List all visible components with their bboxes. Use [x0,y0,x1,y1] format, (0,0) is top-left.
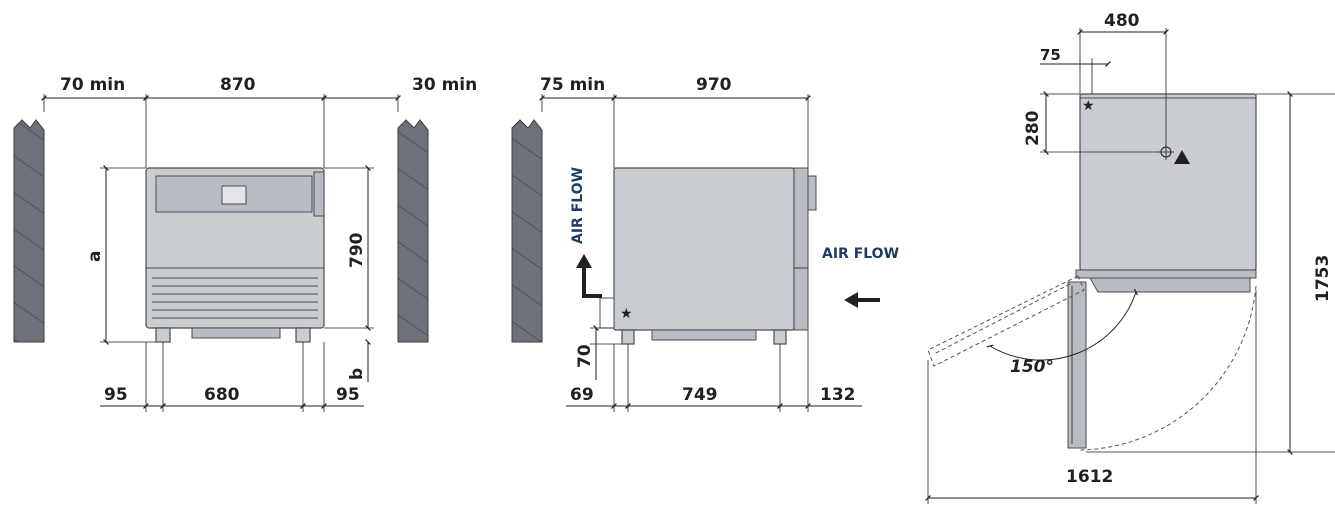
top-total-width-label: 1612 [1066,467,1113,487]
door-swing-arc [1079,285,1257,451]
side-foot-span-label: 749 [682,385,718,405]
front-foot-left-label: 95 [104,385,128,405]
wall-back [511,119,543,343]
top-offset-small-label: 75 [1040,46,1061,64]
crosshair-icon [1158,144,1174,160]
front-clearance-right-label: 30 min [412,75,477,95]
front-height-a-label: a [85,251,105,262]
top-total-depth-label: 1753 [1313,255,1333,302]
side-foot-front-label: 132 [820,385,856,405]
front-clearance-left-label: 70 min [60,75,125,95]
front-grille [152,277,318,319]
side-view: ★ AIR FLOW AIR FLOW 75 min 970 70 [511,75,899,412]
front-view: 70 min 870 30 min a 790 b 95 680 95 [13,75,477,412]
front-foot-right-label: 95 [336,385,360,405]
unit-top [1075,93,1257,293]
front-width-label: 870 [220,75,256,95]
side-foot-back-label: 69 [570,385,594,405]
door-angle-label: 150° [1010,357,1054,377]
arrow-up-right-icon [582,266,602,298]
unit-front [145,167,325,343]
air-flow-out: AIR FLOW [570,167,602,298]
side-foot-height-label: 70 [575,344,595,368]
triangle-icon [1174,150,1190,164]
side-clearance-back-label: 75 min [540,75,605,95]
front-height-790-label: 790 [347,232,367,268]
door-open-150 [927,275,1085,367]
door-open [1067,281,1087,449]
air-flow-in: AIR FLOW [822,246,899,308]
star-icon: ★ [620,306,633,322]
wall-right [397,119,429,343]
top-offset-y-label: 280 [1023,110,1043,146]
front-foot-span-label: 680 [204,385,240,405]
air-flow-out-label: AIR FLOW [570,167,586,244]
side-depth-label: 970 [696,75,732,95]
air-flow-in-label: AIR FLOW [822,246,899,262]
top-view: 150° ★ 480 75 280 1753 1612 [925,11,1335,504]
star-icon: ★ [1082,98,1095,114]
arrow-left-icon [844,292,858,308]
front-height-b-label: b [347,368,367,380]
wall-left [13,119,45,343]
unit-side [599,167,817,345]
top-offset-x-label: 480 [1104,11,1140,31]
